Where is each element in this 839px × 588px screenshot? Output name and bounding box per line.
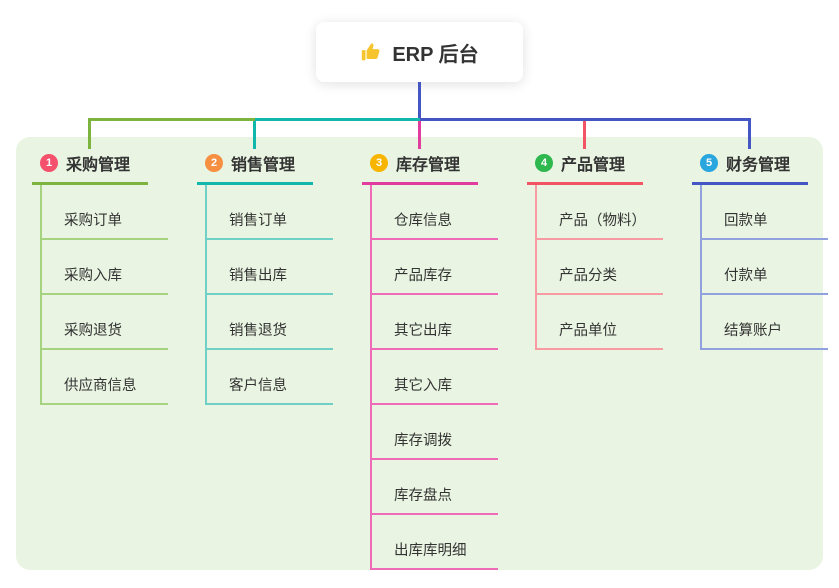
child-label: 产品分类 [559, 268, 617, 284]
branches-panel [16, 137, 823, 570]
connector-line [420, 118, 751, 121]
branch-column-2: 2 销售管理 销售订单销售出库销售退货客户信息 [197, 148, 333, 405]
connector-line [88, 121, 91, 149]
branch-header[interactable]: 1 采购管理 [32, 148, 148, 185]
child-node[interactable]: 结算账户 [702, 295, 828, 350]
child-node[interactable]: 采购入库 [42, 240, 168, 295]
branch-column-5: 5 财务管理 回款单付款单结算账户 [692, 148, 828, 350]
branch-children: 回款单付款单结算账户 [700, 185, 828, 350]
child-label: 产品库存 [394, 268, 452, 284]
child-node[interactable]: 产品单位 [537, 295, 663, 350]
child-label: 客户信息 [229, 378, 287, 394]
connector-line [583, 121, 586, 149]
child-label: 其它出库 [394, 323, 452, 339]
branch-number-badge: 5 [700, 154, 718, 172]
branch-label: 库存管理 [396, 157, 461, 174]
branch-header[interactable]: 3 库存管理 [362, 148, 478, 185]
child-label: 采购入库 [64, 268, 122, 284]
branch-header[interactable]: 2 销售管理 [197, 148, 313, 185]
child-label: 产品（物料） [559, 213, 646, 229]
branch-label: 采购管理 [66, 157, 131, 174]
child-label: 采购退货 [64, 323, 122, 339]
child-label: 回款单 [724, 213, 768, 229]
root-node[interactable]: ERP 后台 [316, 22, 523, 82]
branch-header[interactable]: 4 产品管理 [527, 148, 643, 185]
branch-children: 产品（物料） 产品分类产品单位 [535, 185, 663, 350]
branch-column-4: 4 产品管理 产品（物料） 产品分类产品单位 [527, 148, 663, 350]
branch-column-3: 3 库存管理 仓库信息产品库存其它出库其它入库库存调拨库存盘点出库库明细 [362, 148, 498, 570]
child-node[interactable]: 产品库存 [372, 240, 498, 295]
connector-line [88, 118, 255, 121]
child-node[interactable]: 回款单 [702, 185, 828, 240]
branch-label: 财务管理 [726, 157, 791, 174]
connector-line [255, 118, 420, 121]
child-node[interactable]: 销售订单 [207, 185, 333, 240]
child-node[interactable]: 销售退货 [207, 295, 333, 350]
branch-number-badge: 2 [205, 154, 223, 172]
child-label: 仓库信息 [394, 213, 452, 229]
child-node[interactable]: 付款单 [702, 240, 828, 295]
child-node[interactable]: 采购订单 [42, 185, 168, 240]
branch-children: 销售订单销售出库销售退货客户信息 [205, 185, 333, 405]
child-label: 销售退货 [229, 323, 287, 339]
branch-header[interactable]: 5 财务管理 [692, 148, 808, 185]
child-node[interactable]: 其它入库 [372, 350, 498, 405]
branch-number-badge: 3 [370, 154, 388, 172]
child-label: 付款单 [724, 268, 768, 284]
child-label: 供应商信息 [64, 378, 137, 394]
branch-column-1: 1 采购管理 采购订单采购入库采购退货供应商信息 [32, 148, 168, 405]
branch-children: 仓库信息产品库存其它出库其它入库库存调拨库存盘点出库库明细 [370, 185, 498, 570]
child-label: 销售订单 [229, 213, 287, 229]
thumbs-up-icon [360, 41, 382, 63]
child-label: 结算账户 [724, 323, 782, 339]
child-node[interactable]: 出库库明细 [372, 515, 498, 570]
child-node[interactable]: 采购退货 [42, 295, 168, 350]
connector-line [748, 121, 751, 149]
connector-line [418, 121, 421, 149]
child-label: 出库库明细 [394, 543, 467, 559]
child-node[interactable]: 产品分类 [537, 240, 663, 295]
child-label: 采购订单 [64, 213, 122, 229]
child-node[interactable]: 客户信息 [207, 350, 333, 405]
branch-number-badge: 1 [40, 154, 58, 172]
branch-label: 销售管理 [231, 157, 296, 174]
child-label: 销售出库 [229, 268, 287, 284]
child-label: 其它入库 [394, 378, 452, 394]
branch-number-badge: 4 [535, 154, 553, 172]
child-node[interactable]: 产品（物料） [537, 185, 663, 240]
connector-line [418, 82, 421, 118]
child-node[interactable]: 供应商信息 [42, 350, 168, 405]
child-node[interactable]: 销售出库 [207, 240, 333, 295]
child-node[interactable]: 库存盘点 [372, 460, 498, 515]
branch-children: 采购订单采购入库采购退货供应商信息 [40, 185, 168, 405]
child-node[interactable]: 其它出库 [372, 295, 498, 350]
child-label: 产品单位 [559, 323, 617, 339]
connector-line [253, 121, 256, 149]
child-label: 库存调拨 [394, 433, 452, 449]
root-label: ERP 后台 [392, 43, 479, 66]
child-node[interactable]: 库存调拨 [372, 405, 498, 460]
branch-label: 产品管理 [561, 157, 626, 174]
child-node[interactable]: 仓库信息 [372, 185, 498, 240]
child-label: 库存盘点 [394, 488, 452, 504]
